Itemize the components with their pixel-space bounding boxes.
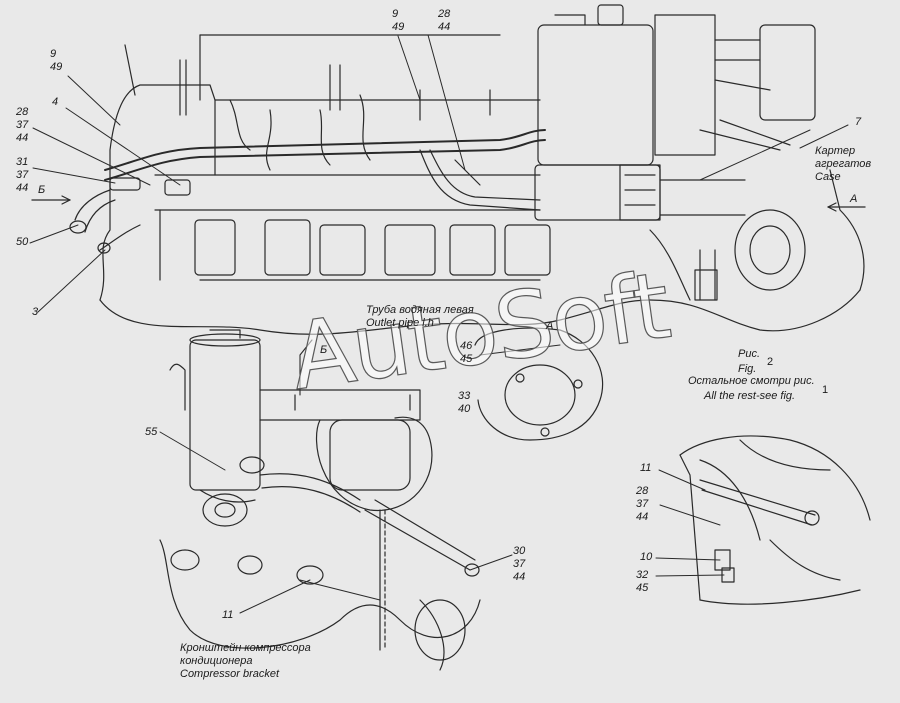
view-a-label: А xyxy=(850,193,858,205)
callout-9-49-top: 9 49 xyxy=(392,8,404,34)
callout-number: 45 xyxy=(636,582,649,594)
engine-block-outline xyxy=(99,84,865,335)
fig-ref-ru: Рис. xyxy=(738,348,761,360)
outlet-pipe-note: Труба водяная левая Outlet pipe l.h xyxy=(366,304,474,330)
case-label-ru: Картер xyxy=(815,145,856,157)
callout-number: 33 xyxy=(458,390,471,402)
callout-number: 46 xyxy=(460,340,473,352)
callout-4: 4 xyxy=(52,96,59,108)
bracket-label-en: Compressor bracket xyxy=(180,668,280,680)
case-label-en: Case xyxy=(815,171,841,183)
callout-number: 37 xyxy=(636,498,649,510)
pipe-label-en: Outlet pipe l.h xyxy=(366,317,434,329)
view-b-small-label: Б xyxy=(320,344,328,356)
rest-see-en: All the rest-see fig. xyxy=(704,390,796,402)
callout-number: 49 xyxy=(392,21,405,33)
callout-number: 44 xyxy=(438,21,451,33)
callout-10: 10 xyxy=(640,551,653,563)
callout-33-40: 33 40 xyxy=(458,390,470,416)
pipe-label-ru: Труба водяная левая xyxy=(366,304,474,316)
callout-number: 28 xyxy=(438,8,451,20)
leader-lines-detail xyxy=(655,469,725,577)
callout-number: 44 xyxy=(636,511,649,523)
callout-number: 37 xyxy=(16,119,29,131)
view-b-arrow xyxy=(31,195,71,205)
callout-28-37-44-right: 28 37 44 xyxy=(636,485,648,524)
callout-number: 32 xyxy=(636,569,649,581)
callout-28-37-44-left: 28 37 44 xyxy=(16,106,28,145)
bracket-label-ru: Кронштейн компрессора xyxy=(180,642,311,654)
callout-number: 28 xyxy=(16,106,29,118)
water-pipe xyxy=(69,129,546,254)
callout-30-37-44: 30 37 44 xyxy=(513,545,525,584)
callout-1: 1 xyxy=(822,384,829,396)
callout-number: 44 xyxy=(513,571,526,583)
expansion-tank xyxy=(534,4,816,301)
callout-number: 44 xyxy=(16,132,29,144)
compressor-bracket-note: Кронштейн компрессора кондиционера Compr… xyxy=(180,642,311,681)
callout-number: 28 xyxy=(636,485,649,497)
rest-see-ru: Остальное смотри рис. xyxy=(688,375,815,387)
view-b-label: Б xyxy=(38,184,46,196)
view-b-small-arrow xyxy=(299,339,313,396)
callout-number: 45 xyxy=(460,353,473,365)
callout-50: 50 xyxy=(16,236,29,248)
case-note: Картер агрегатов Case xyxy=(815,145,871,184)
callout-55: 55 xyxy=(145,426,158,438)
callout-number: 37 xyxy=(513,558,526,570)
leader-lines-bracket xyxy=(159,431,513,614)
callout-11-bottom: 11 xyxy=(222,609,234,621)
detail-view-right xyxy=(679,435,871,605)
compressor-bracket-view xyxy=(159,327,604,671)
callout-number: 9 xyxy=(392,8,399,20)
callout-number: 31 xyxy=(16,156,29,168)
bracket-label-ru-2: кондиционера xyxy=(180,655,253,667)
callout-9-49-left: 9 49 xyxy=(50,48,62,74)
case-label-ru-2: агрегатов xyxy=(815,158,872,170)
callout-32-45: 32 45 xyxy=(636,569,648,595)
fig-number: 2 xyxy=(767,356,774,368)
callout-3: 3 xyxy=(32,306,39,318)
callout-number: 9 xyxy=(50,48,57,60)
callout-number: 44 xyxy=(16,182,29,194)
callout-number: 37 xyxy=(16,169,29,181)
view-a-arrow xyxy=(827,202,866,212)
callout-31-37-44: 31 37 44 xyxy=(16,156,28,195)
callout-number: 49 xyxy=(50,61,63,73)
leader-lines-main xyxy=(29,34,849,356)
callout-number: 30 xyxy=(513,545,526,557)
callout-46-45: 46 45 xyxy=(460,340,472,366)
fig-ref-en: Fig. xyxy=(738,363,757,375)
cylinder-heads xyxy=(124,34,551,276)
callout-number: 40 xyxy=(458,403,471,415)
callout-7: 7 xyxy=(855,116,862,128)
view-a-small-label: А xyxy=(546,320,554,332)
callout-11-right: 11 xyxy=(640,462,652,474)
callout-28-44-top: 28 44 xyxy=(438,8,450,34)
